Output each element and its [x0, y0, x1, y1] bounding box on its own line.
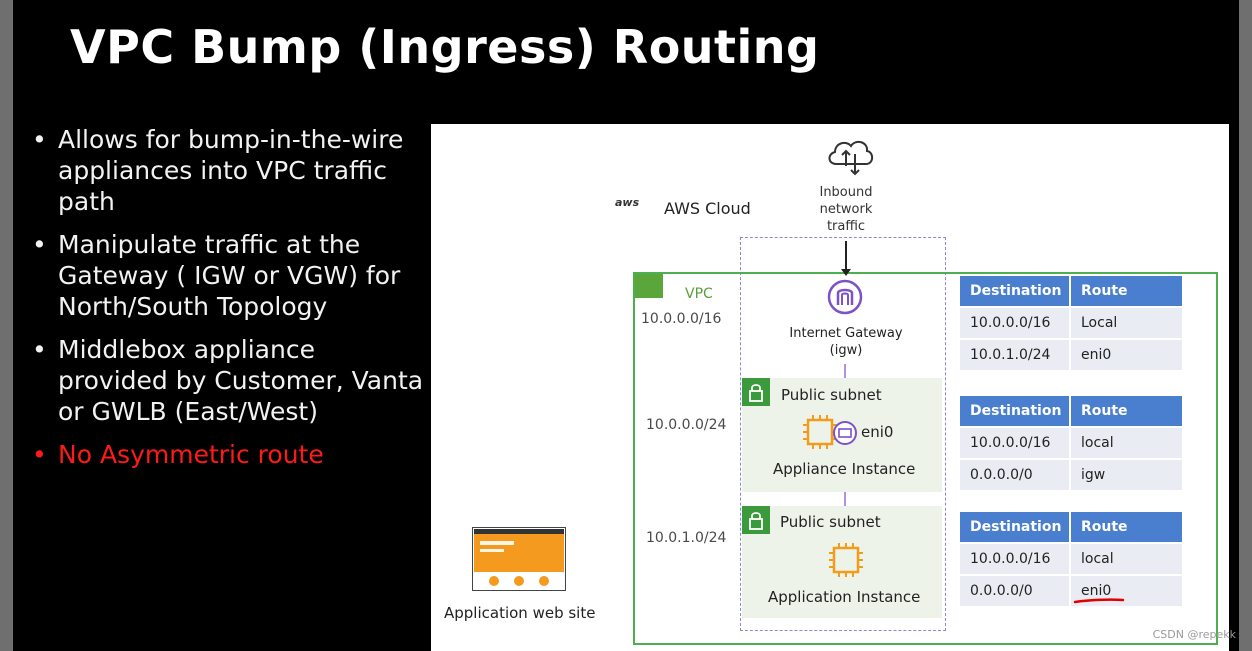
header-destination: Destination [960, 276, 1069, 306]
route-table-row: 10.0.0.0/16 Local [960, 308, 1182, 338]
route-table-row: 10.0.1.0/24 eni0 [960, 340, 1182, 370]
route-table-igw: Destination Route 10.0.0.0/16 Local 10.0… [960, 276, 1182, 372]
subnet-cidr: 10.0.1.0/24 [646, 530, 726, 546]
bullet-list: • Allows for bump-in-the-wire appliances … [32, 124, 427, 482]
header-route: Route [1071, 512, 1182, 542]
igw-label: Internet Gateway (igw) [776, 325, 916, 359]
route-target: local [1071, 428, 1182, 458]
route-destination: 10.0.0.0/16 [960, 544, 1069, 574]
header-route: Route [1071, 396, 1182, 426]
application-instance-label: Application Instance [768, 588, 920, 606]
route-destination: 10.0.1.0/24 [960, 340, 1069, 370]
subnet-label: Public subnet [781, 386, 882, 404]
igw-label-line-2: (igw) [776, 342, 916, 359]
route-table-row: 0.0.0.0/0 igw [960, 460, 1182, 490]
route-table-header: Destination Route [960, 512, 1182, 542]
route-destination: 0.0.0.0/0 [960, 460, 1069, 490]
bullet-item: • Manipulate traffic at the Gateway ( IGW… [32, 229, 427, 322]
architecture-diagram: Inbound network traffic aws AWS Cloud VP… [431, 124, 1229, 651]
bullet-text: Allows for bump-in-the-wire appliances i… [58, 125, 403, 216]
bullet-item: • Middlebox appliance provided by Custome… [32, 334, 427, 427]
bullet-text: No Asymmetric route [58, 440, 324, 469]
lock-icon [742, 506, 770, 534]
route-destination: 10.0.0.0/16 [960, 308, 1069, 338]
watermark: CSDN @repekk [1153, 628, 1236, 641]
route-table-row: 0.0.0.0/0 eni0 [960, 576, 1182, 606]
subnet-label: Public subnet [780, 513, 881, 531]
header-destination: Destination [960, 396, 1069, 426]
inbound-arrowhead [841, 269, 851, 276]
web-site-thumbnail-icon [472, 527, 566, 591]
route-table-header: Destination Route [960, 396, 1182, 426]
route-table-row: 10.0.0.0/16 local [960, 428, 1182, 458]
route-destination: 10.0.0.0/16 [960, 428, 1069, 458]
bullet-dot: • [32, 439, 47, 470]
bullet-item: • Allows for bump-in-the-wire appliances … [32, 124, 427, 217]
subnet-cidr: 10.0.0.0/24 [646, 417, 726, 433]
bullet-dot: • [32, 229, 47, 260]
route-destination: 0.0.0.0/0 [960, 576, 1069, 606]
bullet-text: Middlebox appliance provided by Customer… [58, 335, 423, 426]
eni-icon [832, 420, 858, 446]
route-table-application-subnet: Destination Route 10.0.0.0/16 local 0.0.… [960, 512, 1182, 608]
route-table-header: Destination Route [960, 276, 1182, 306]
red-underline-annotation [1073, 596, 1125, 606]
web-site-label: Application web site [444, 604, 595, 622]
bullet-dot: • [32, 124, 47, 155]
route-target: Local [1071, 308, 1182, 338]
appliance-instance-label: Appliance Instance [773, 460, 915, 478]
right-rail [1239, 0, 1252, 651]
left-rail [0, 0, 13, 651]
eni-label: eni0 [861, 423, 893, 441]
application-instance-icon [826, 540, 866, 580]
header-route: Route [1071, 276, 1182, 306]
route-target: local [1071, 544, 1182, 574]
internet-gateway-icon [827, 279, 863, 315]
lock-icon [742, 378, 770, 406]
bullet-dot: • [32, 334, 47, 365]
route-target: eni0 [1071, 340, 1182, 370]
bullet-item-warning: • No Asymmetric route [32, 439, 427, 470]
header-destination: Destination [960, 512, 1069, 542]
route-table-appliance-subnet: Destination Route 10.0.0.0/16 local 0.0.… [960, 396, 1182, 492]
route-table-row: 10.0.0.0/16 local [960, 544, 1182, 574]
slide-title: VPC Bump (Ingress) Routing [70, 20, 819, 74]
bullet-text: Manipulate traffic at the Gateway ( IGW … [58, 230, 400, 321]
route-target: igw [1071, 460, 1182, 490]
igw-label-line-1: Internet Gateway [776, 325, 916, 342]
